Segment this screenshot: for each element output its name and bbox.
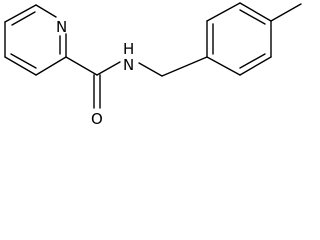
ring-bond — [206, 2, 241, 22]
ring-bond-inner — [239, 9, 266, 25]
pyridine-ring — [4, 4, 67, 76]
ring-bond — [35, 56, 67, 76]
amide-group — [65, 56, 208, 109]
ring-to-carbonyl-bond — [65, 56, 98, 76]
molecule-drawing: N N H O — [4, 2, 302, 128]
nitrogen-to-methylene-bond — [138, 62, 163, 77]
structure-canvas: N N H O — [4, 2, 302, 128]
ring-bond — [4, 56, 37, 76]
ring-bond — [239, 56, 272, 76]
carbonyl-oxygen-label: O — [91, 110, 103, 128]
tolyl-ring — [206, 2, 302, 76]
amide-hydrogen-label: H — [123, 40, 134, 58]
methylene-to-ring-bond — [161, 56, 208, 77]
methyl-bond — [270, 3, 302, 22]
ring-bond-inner — [10, 53, 37, 69]
ring-bond-inner — [239, 53, 266, 69]
ring-nitrogen-label: N — [56, 18, 67, 36]
carbonyl-to-nitrogen-bond — [96, 61, 121, 76]
ring-bond — [206, 56, 241, 76]
ring-bond — [239, 2, 272, 22]
amide-nitrogen-label: N — [123, 56, 134, 74]
ring-bond — [4, 4, 37, 23]
ring-bond-inner — [11, 11, 36, 26]
ring-bond — [35, 4, 57, 18]
